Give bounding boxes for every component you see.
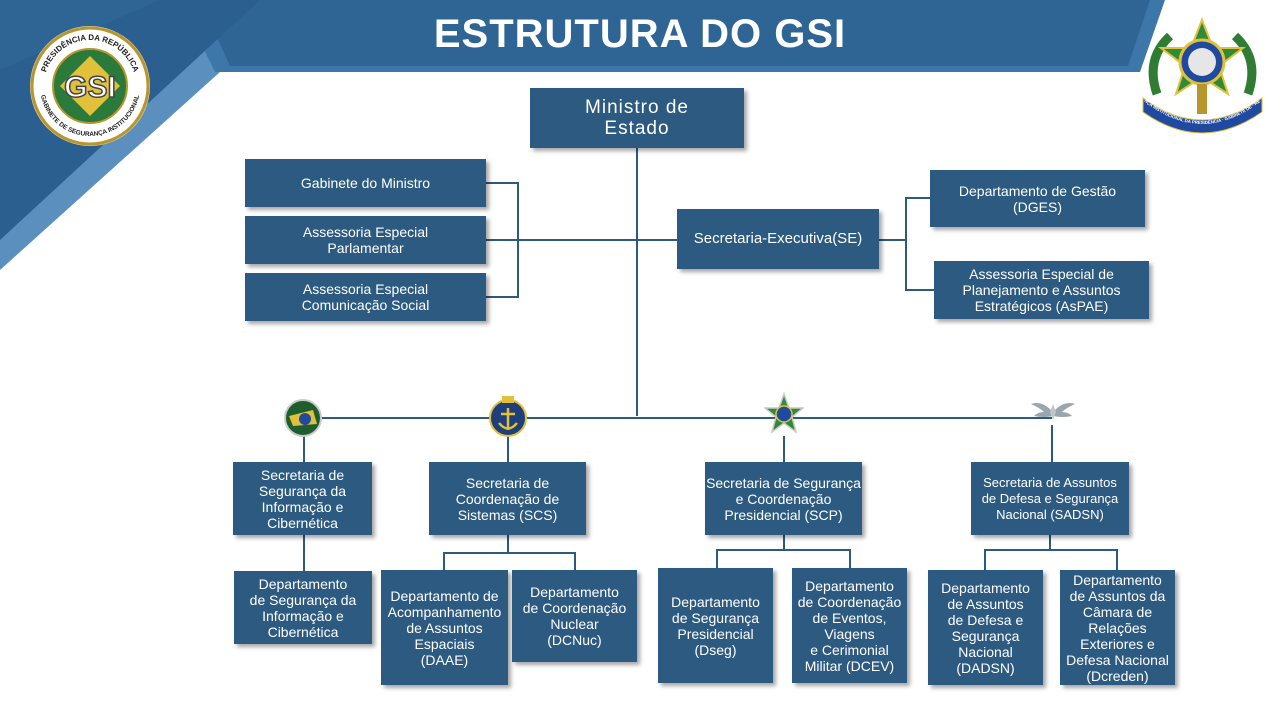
minister-box: Ministro de Estado xyxy=(530,88,744,148)
dept-dcreden-box: Departamento de Assuntos da Câmara de Re… xyxy=(1060,570,1175,685)
gsi-seal-icon: GSI PRESIDÊNCIA DA REPÚBLICA GABINETE DE… xyxy=(30,26,150,146)
dept-dadsn-box: Departamento de Assuntos de Defesa e Seg… xyxy=(928,570,1043,685)
secretaria-executiva-box: Secretaria-Executiva(SE) xyxy=(677,209,879,269)
air-force-wings-emblem-icon xyxy=(1031,403,1075,420)
dept-daae-box: Departamento de Acompanhamento de Assunt… xyxy=(381,570,508,685)
dept-dcev-box: Departamento de Coordenação de Eventos, … xyxy=(792,568,907,683)
army-star-emblem-icon xyxy=(764,392,804,434)
cyber-command-emblem-icon xyxy=(284,399,322,437)
dept-dsic-box: Departamento de Segurança da Informação … xyxy=(234,571,372,644)
dges-box: Departamento de Gestão (DGES) xyxy=(930,170,1145,227)
secretaria-sadsn-box: Secretaria de Assuntos de Defesa e Segur… xyxy=(971,462,1129,535)
assessoria-comunicacao-box: Assessoria Especial Comunicação Social xyxy=(245,273,486,321)
gabinete-box: Gabinete do Ministro xyxy=(245,159,486,207)
dept-dcnuc-box: Departamento de Coordenação Nuclear (DCN… xyxy=(512,570,637,662)
secretaria-scp-box: Secretaria de Segurança e Coordenação Pr… xyxy=(705,462,862,535)
secretaria-ciber-box: Secretaria de Segurança da Informação e … xyxy=(233,462,372,535)
seal-center-text: GSI xyxy=(64,71,116,104)
assessoria-parlamentar-box: Assessoria Especial Parlamentar xyxy=(245,216,486,264)
brazil-coat-of-arms-icon: SEGURANÇA INSTITUCIONAL DA PRESIDÊNCIA ·… xyxy=(1135,14,1263,134)
dept-dseg-box: Departamento de Segurança Presidencial (… xyxy=(658,568,773,683)
navy-anchor-emblem-icon xyxy=(489,396,527,437)
secretaria-scs-box: Secretaria de Coordenação de Sistemas (S… xyxy=(429,462,586,535)
page-title: ESTRUTURA DO GSI xyxy=(433,12,847,56)
aspae-box: Assessoria Especial de Planejamento e As… xyxy=(934,261,1149,319)
